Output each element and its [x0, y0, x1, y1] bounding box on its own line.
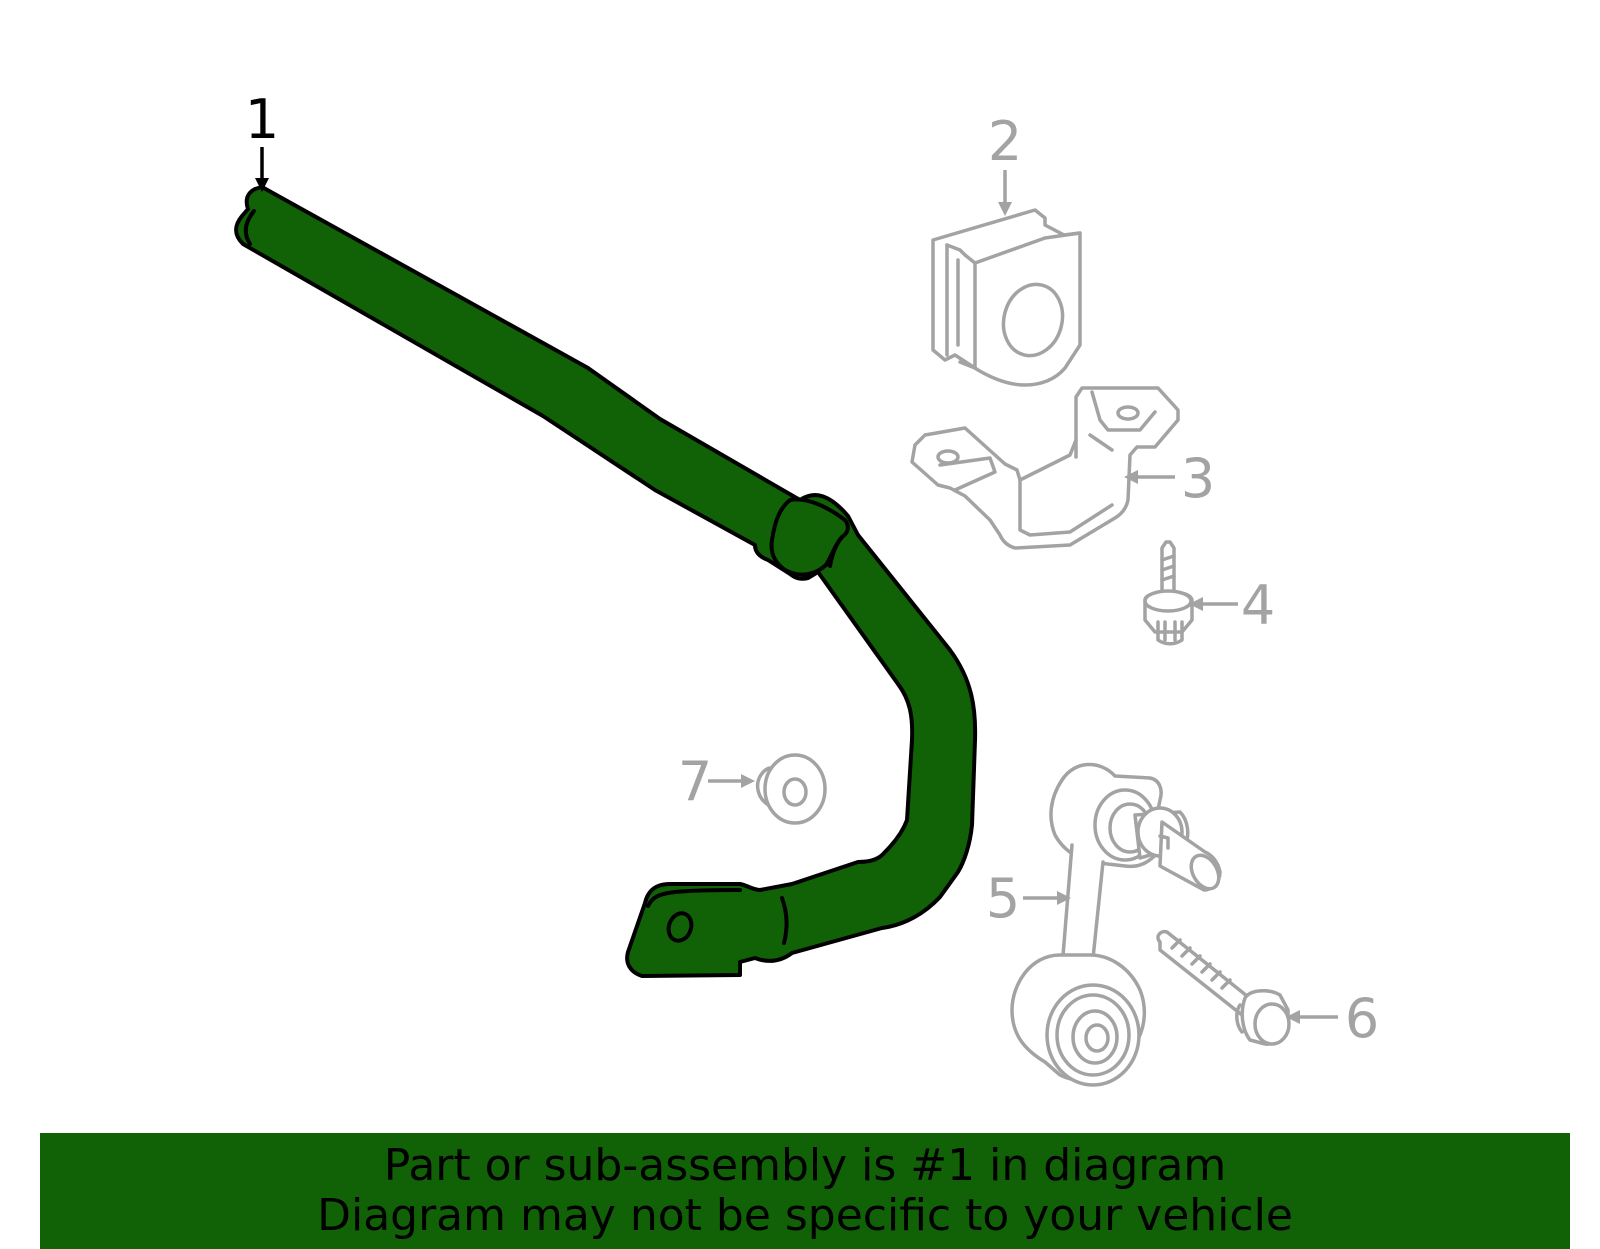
- callout-label-6: 6: [1345, 987, 1379, 1050]
- bushing[interactable]: [931, 208, 1082, 387]
- info-banner: Part or sub-assembly is #1 in diagram Di…: [40, 1133, 1570, 1249]
- callout-label-3: 3: [1181, 447, 1215, 510]
- callout-label-4: 4: [1241, 574, 1275, 637]
- callout-label-5: 5: [986, 867, 1020, 930]
- bolt-6[interactable]: [1156, 929, 1291, 1046]
- nut-7[interactable]: [755, 753, 827, 825]
- callout-label-7: 7: [678, 750, 712, 813]
- callout-label-2: 2: [988, 110, 1022, 173]
- banner-line-2: Diagram may not be specific to your vehi…: [317, 1190, 1293, 1241]
- callout-3: 3: [1124, 447, 1215, 510]
- callout-7: 7: [678, 750, 755, 813]
- callout-2: 2: [988, 110, 1022, 216]
- bracket[interactable]: [910, 386, 1180, 550]
- stabilizer-bar[interactable]: [234, 185, 978, 978]
- stabilizer-link[interactable]: [1010, 762, 1224, 1087]
- callout-4: 4: [1189, 574, 1275, 637]
- banner-line-1: Part or sub-assembly is #1 in diagram: [383, 1140, 1227, 1191]
- callout-6: 6: [1286, 987, 1379, 1050]
- bolt-4[interactable]: [1143, 540, 1194, 646]
- callout-1: 1: [245, 88, 279, 192]
- callout-label-1: 1: [245, 88, 279, 151]
- callout-5: 5: [986, 867, 1071, 930]
